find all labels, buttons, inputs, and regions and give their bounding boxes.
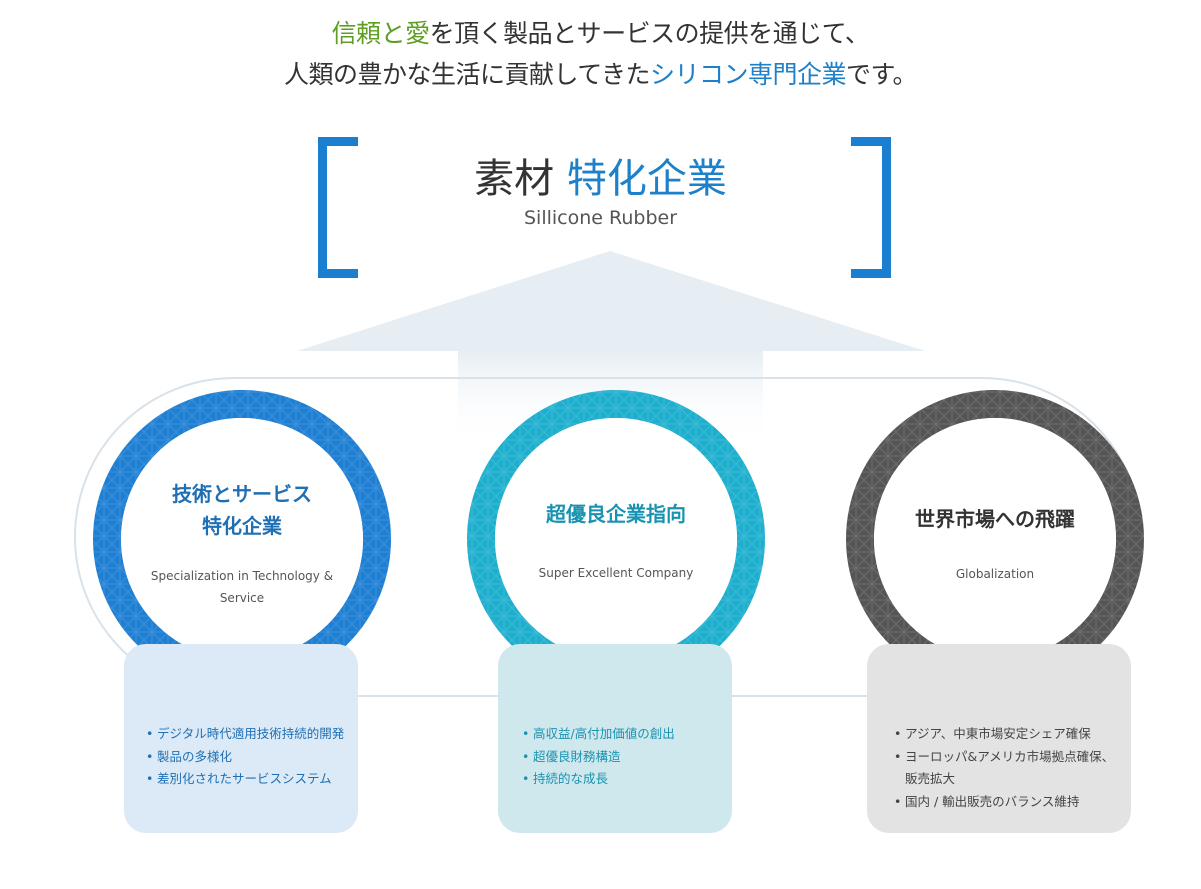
headline-text: です。: [846, 60, 918, 89]
hero-title-accent: 特化企業: [566, 156, 727, 202]
pillar-1-title: 技術とサービス 特化企業: [172, 482, 312, 538]
list-item: 超優良財務構造: [522, 746, 732, 769]
pillar-2-list: 高収益/高付加価値の創出 超優良財務構造 持続的な成長: [522, 723, 732, 791]
pillar-1-list: デジタル時代適用技術持続的開発 製品の多様化 差別化されたサービスシステム: [146, 723, 358, 791]
list-item: アジア、中東市場安定シェア確保: [894, 723, 1131, 746]
pillar-2-subtitle: Super Excellent Company: [538, 566, 694, 580]
hero-title-plain: 素材: [474, 156, 555, 202]
pillar-1-subtitle: Specialization in Technology & Service: [150, 569, 334, 605]
hero-title: 素材 特化企業: [0, 146, 1201, 204]
headline-highlight-green: 信頼と愛: [331, 19, 431, 48]
headline-text: を頂く製品とサービスの提供を通じて、: [429, 19, 870, 48]
list-item: 持続的な成長: [522, 768, 732, 791]
arrow-head: [297, 251, 925, 351]
pillar-2-card: 高収益/高付加価値の創出 超優良財務構造 持続的な成長: [498, 644, 732, 833]
pillar-2-title: 超優良企業指向: [546, 502, 686, 526]
pillar-1-circle: 技術とサービス 特化企業 Specialization in Technolog…: [122, 478, 362, 609]
pillar-3-subtitle: Globalization: [955, 567, 1035, 581]
pillar-3-title: 世界市場への飛躍: [915, 507, 1075, 531]
pillar-3-list: アジア、中東市場安定シェア確保 ヨーロッパ&アメリカ市場拠点確保、 販売拡大 国…: [894, 723, 1131, 813]
right-bracket: [851, 137, 891, 278]
headline-line-1: 信頼と愛を頂く製品とサービスの提供を通じて、: [0, 14, 1201, 50]
list-item: 製品の多様化: [146, 746, 358, 769]
headline-line-2: 人類の豊かな生活に貢献してきたシリコン専門企業です。: [0, 55, 1201, 91]
hero-subtitle: Sillicone Rubber: [523, 207, 678, 229]
list-item: デジタル時代適用技術持続的開発: [146, 723, 358, 746]
pillar-3-circle: 世界市場への飛躍 Globalization: [875, 503, 1115, 585]
list-item: ヨーロッパ&アメリカ市場拠点確保、 販売拡大: [894, 746, 1131, 791]
pillar-2-circle: 超優良企業指向 Super Excellent Company: [496, 498, 736, 584]
headline-text: 人類の豊かな生活に貢献してきた: [283, 60, 651, 89]
list-item: 国内 / 輸出販売のバランス維持: [894, 791, 1131, 814]
list-item: 差別化されたサービスシステム: [146, 768, 358, 791]
list-item: 高収益/高付加価値の創出: [522, 723, 732, 746]
pillar-3-card: アジア、中東市場安定シェア確保 ヨーロッパ&アメリカ市場拠点確保、 販売拡大 国…: [867, 644, 1131, 833]
pillar-1-card: デジタル時代適用技術持続的開発 製品の多様化 差別化されたサービスシステム: [124, 644, 358, 833]
headline-highlight-blue: シリコン専門企業: [649, 60, 847, 89]
left-bracket: [318, 137, 358, 278]
